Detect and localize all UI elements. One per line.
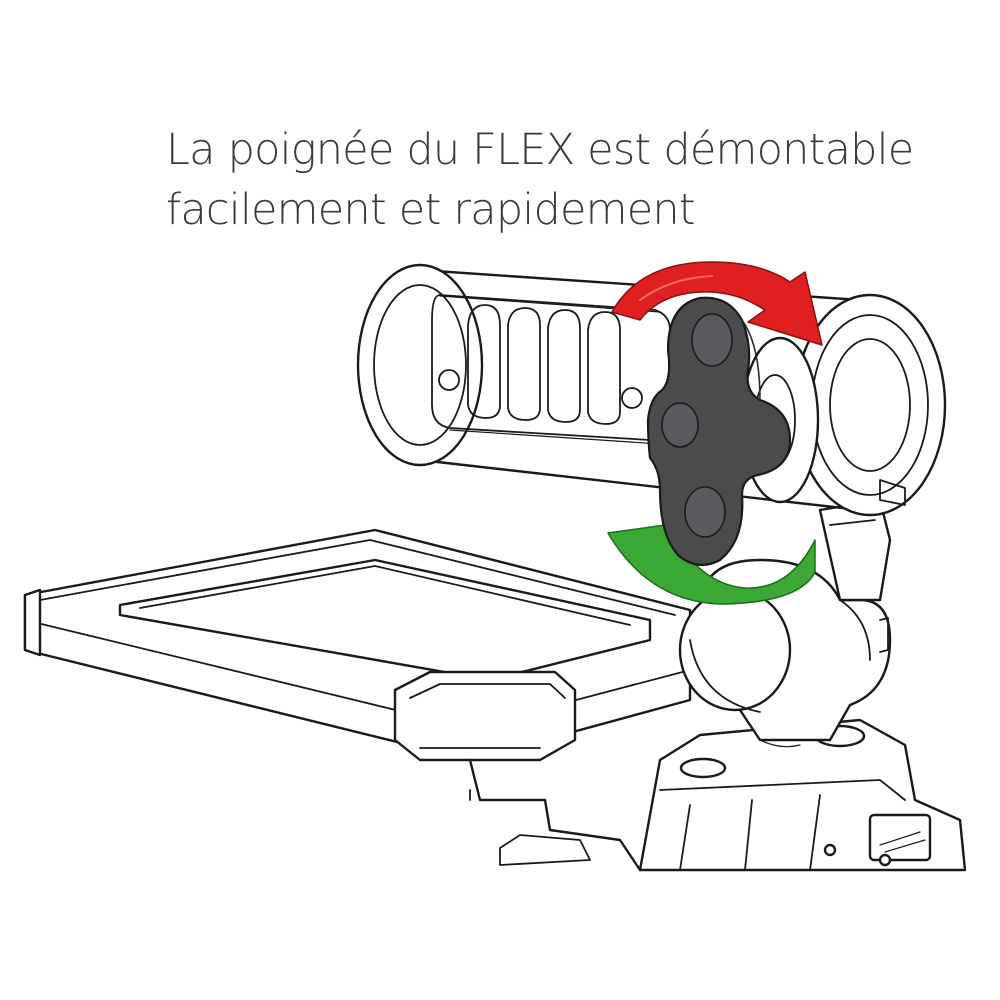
caption-line-1: La poignée du FLEX est démontable [166, 125, 914, 175]
curved-arrow-red-icon [611, 261, 823, 346]
caption-line-2: facilement et rapidement [166, 185, 696, 235]
curved-arrow-green-icon [607, 524, 816, 605]
screen-frame [23, 528, 692, 872]
caption: La poignée du FLEX est démontable facile… [166, 120, 966, 240]
side-details [759, 479, 906, 748]
wing-knob-icon [646, 296, 792, 567]
base-mount [638, 718, 967, 872]
